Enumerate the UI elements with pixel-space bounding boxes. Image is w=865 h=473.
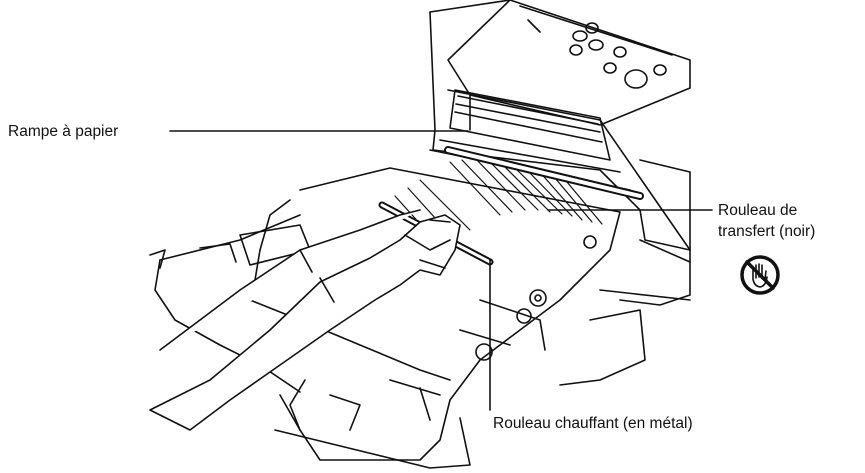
paper-ramp-text: Rampe à papier [8,123,119,140]
transfer-roller [444,146,644,249]
transfer-roller-text-line2: transfert (noir) [718,222,816,240]
callout-lines [169,130,713,411]
duplex-unit [149,167,621,469]
no-touch-hand-icon [740,255,780,295]
control-panel-buttons [569,22,667,89]
heat-roller-label: Rouleau chauffant (en métal) [493,414,693,435]
paper-ramp-label: Rampe à papier [8,122,118,143]
heat-roller [378,201,547,361]
transfer-roller-label: Rouleau de transfert (noir) [718,201,815,243]
transfer-roller-text-line1: Rouleau de [718,202,798,219]
heat-roller-text: Rouleau chauffant (en métal) [493,415,693,432]
hands-illustration [149,209,461,431]
printer-body [429,0,691,386]
